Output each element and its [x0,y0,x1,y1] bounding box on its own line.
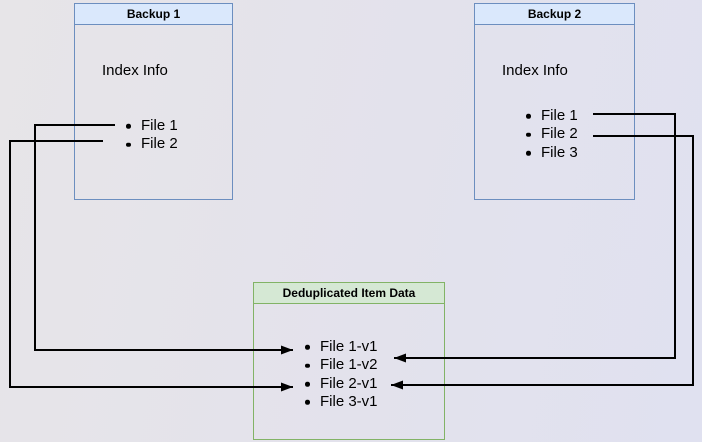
list-item: File 2-v1 [254,375,444,393]
dedup-box: Deduplicated Item Data File 1-v1 File 1-… [253,282,445,440]
backup2-index-info-label: Index Info [502,62,568,79]
list-item: File 1 [475,107,634,125]
list-item: File 3 [475,144,634,162]
list-item: File 1-v1 [254,338,444,356]
backup2-title: Backup 2 [475,4,634,25]
list-item: File 1-v2 [254,356,444,374]
list-item: File 3-v1 [254,393,444,411]
backup1-file-list: File 1 File 2 [75,117,232,154]
backup2-box: Backup 2 Index Info File 1 File 2 File 3 [474,3,635,200]
dedup-title: Deduplicated Item Data [254,283,444,304]
backup1-title: Backup 1 [75,4,232,25]
backup2-file-list: File 1 File 2 File 3 [475,107,634,162]
dedup-file-list: File 1-v1 File 1-v2 File 2-v1 File 3-v1 [254,338,444,412]
backup1-index-info-label: Index Info [102,62,168,79]
backup1-box: Backup 1 Index Info File 1 File 2 [74,3,233,200]
list-item: File 2 [75,135,232,153]
list-item: File 2 [475,125,634,143]
list-item: File 1 [75,117,232,135]
